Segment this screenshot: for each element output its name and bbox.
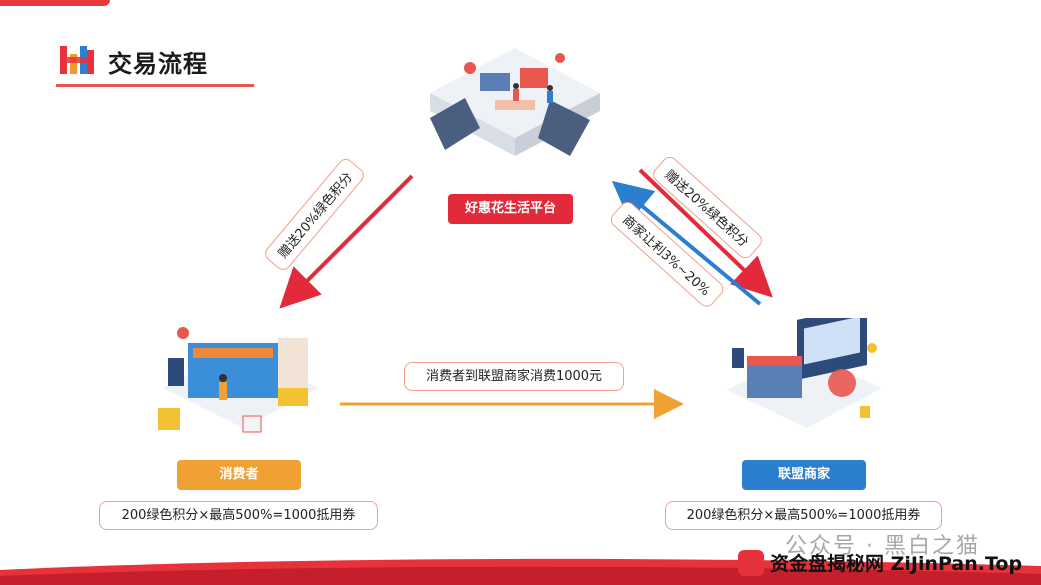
header-accent — [0, 0, 110, 6]
watermark-icon — [738, 550, 764, 576]
company-logo — [60, 46, 94, 74]
merchant-label: 联盟商家 — [742, 460, 866, 490]
consumer-label: 消费者 — [177, 460, 301, 490]
watermark-brand: 资金盘揭秘网 ZiJinPan.Top — [770, 553, 1023, 575]
footer-band — [0, 558, 1041, 585]
consumer-illustration — [158, 327, 318, 433]
arrow-platform-to-merchant — [638, 168, 773, 298]
arrow-platform-to-consumer — [279, 174, 414, 309]
consumer-formula: 200绿色积分×最高500%=1000抵用券 — [99, 501, 378, 530]
mall-illustration — [430, 48, 600, 156]
merchant-illustration — [727, 318, 882, 428]
consumer-to-merchant-label: 消费者到联盟商家消费1000元 — [404, 362, 624, 391]
page-title: 交易流程 — [108, 50, 208, 78]
title-underline — [56, 84, 254, 87]
arrow-merchant-to-platform — [611, 180, 762, 306]
watermark-account: 公众号 · 黑白之猫 — [785, 534, 980, 559]
merchant-formula: 200绿色积分×最高500%=1000抵用券 — [665, 501, 942, 530]
platform-label: 好惠花生活平台 — [448, 194, 573, 224]
